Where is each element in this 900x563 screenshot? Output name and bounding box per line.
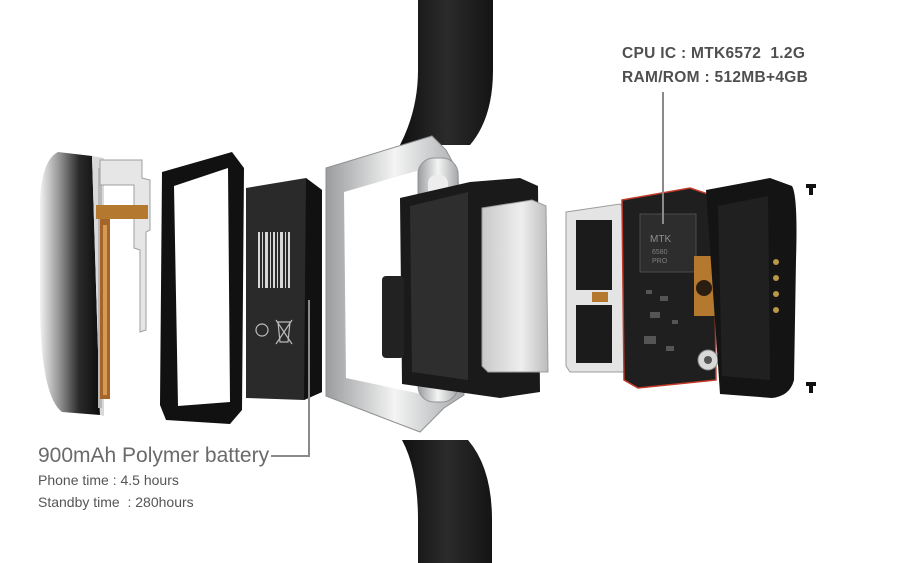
watch-strap-top xyxy=(400,0,493,145)
phone-time-line: Phone time : 4.5 hours xyxy=(38,472,179,488)
screw-top xyxy=(806,184,816,195)
battery-leader-line xyxy=(271,300,310,457)
chip-marking-model: 6580 xyxy=(652,249,668,256)
bezel-gasket-frame xyxy=(160,152,244,424)
display-glass-panel xyxy=(40,152,104,416)
cpu-spec-line: CPU IC : MTK6572 1.2G xyxy=(622,45,806,62)
battery-title: 900mAh Polymer battery xyxy=(38,444,270,467)
polymer-battery xyxy=(246,178,322,400)
standby-time-line: Standby time : 280hours xyxy=(38,494,194,510)
screw-bottom xyxy=(806,382,816,393)
ram-rom-spec-line: RAM/ROM : 512MB+4GB xyxy=(622,69,809,86)
cpu-spec-callout: CPU IC : MTK6572 1.2G RAM/ROM : 512MB+4G… xyxy=(622,42,808,90)
chip-marking-suffix: PRO xyxy=(652,258,668,265)
battery-spec-callout: 900mAh Polymer battery Phone time : 4.5 … xyxy=(38,443,269,513)
main-pcb: MTK 6580 PRO xyxy=(621,187,719,389)
battery-barcode xyxy=(258,232,290,288)
display-flex-cable xyxy=(96,159,151,399)
back-cover xyxy=(706,178,797,398)
chip-marking-brand: MTK xyxy=(650,234,671,245)
shield-plate xyxy=(481,199,549,373)
sub-board xyxy=(565,203,627,373)
watch-strap-bottom xyxy=(402,440,492,563)
